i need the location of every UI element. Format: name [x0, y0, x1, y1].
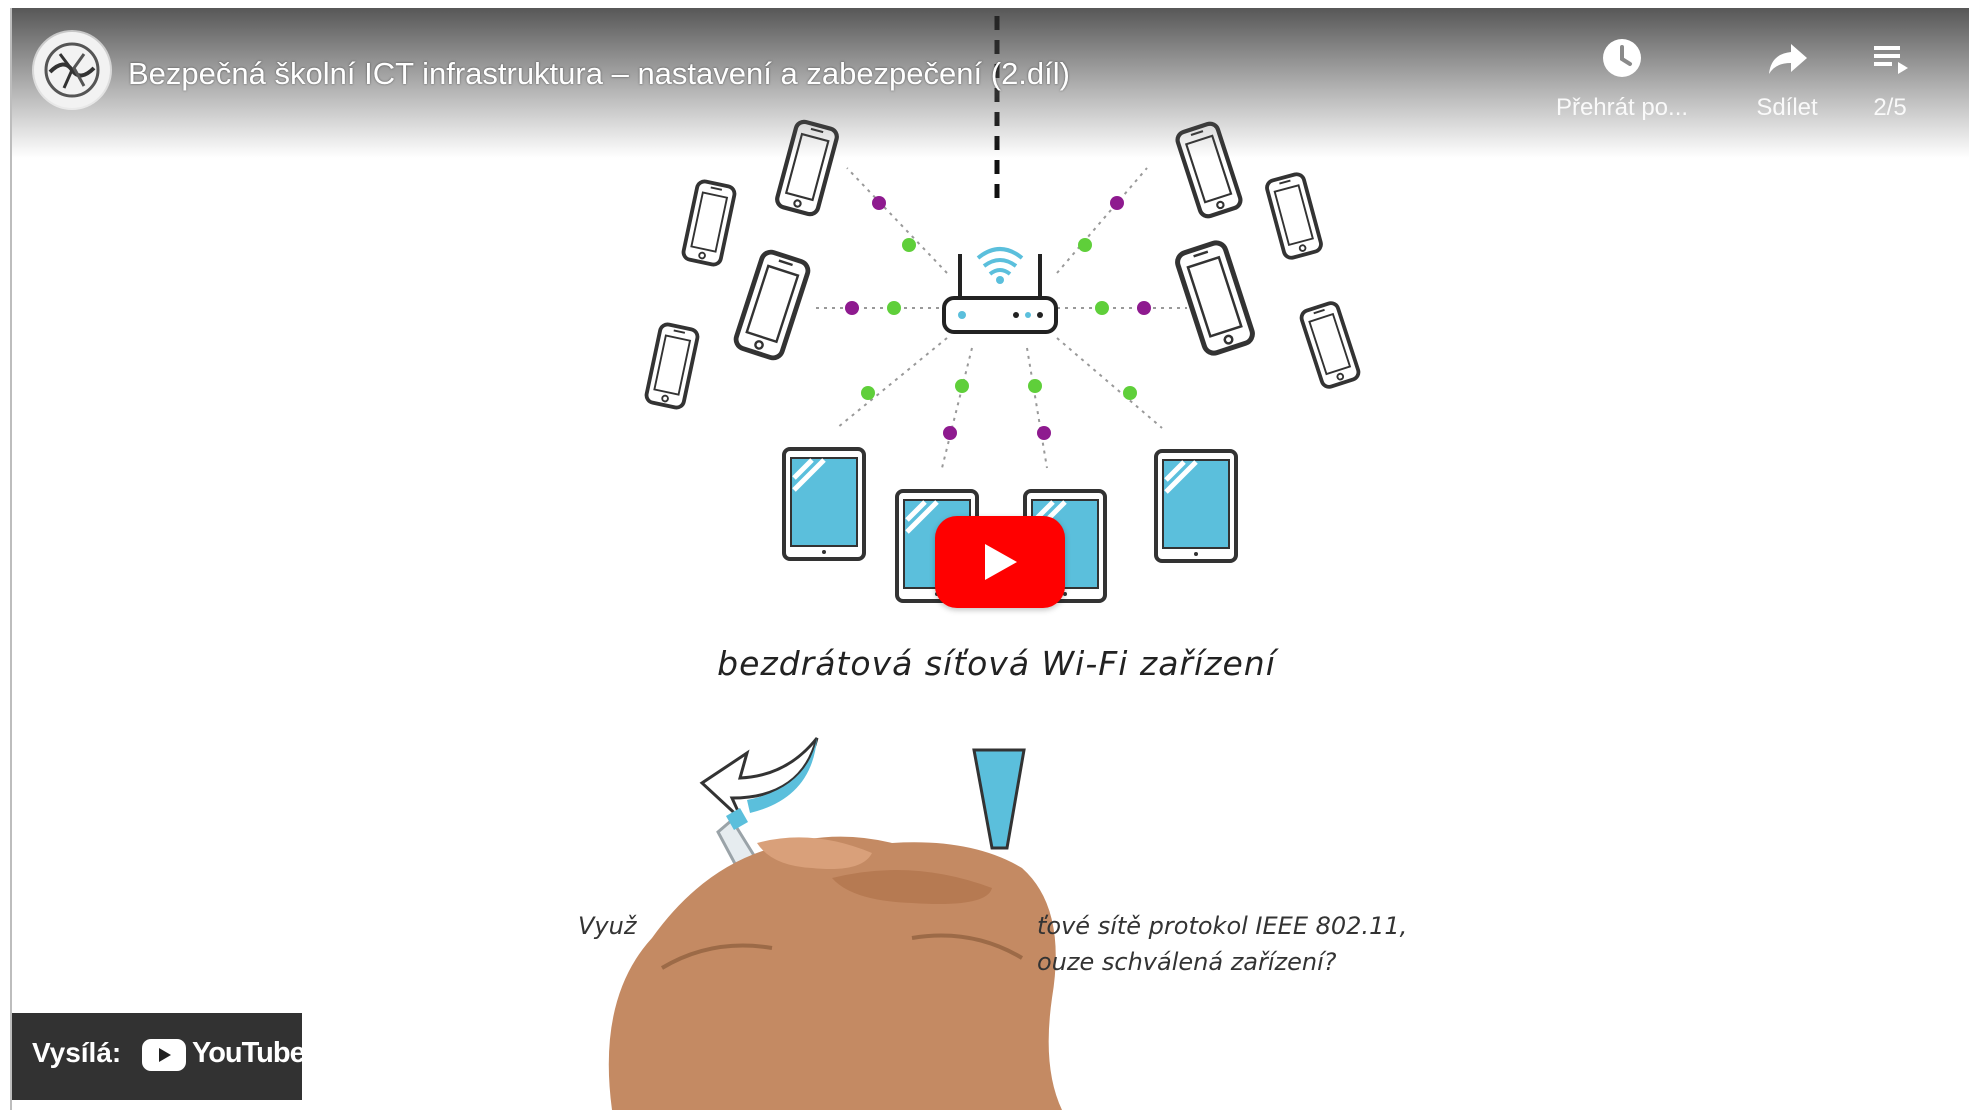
phones	[643, 120, 1363, 411]
share-button[interactable]: Sdílet	[1712, 34, 1862, 122]
playlist-position: 2/5	[1873, 94, 1907, 121]
watch-later-button[interactable]: Přehrát po...	[1547, 34, 1697, 122]
playlist-icon	[1874, 46, 1908, 74]
question-text-line1: ťové sítě protokol IEEE 802.11,	[1037, 912, 1408, 940]
playlist-button[interactable]: 2/5	[1840, 34, 1940, 122]
signal-dots	[845, 196, 1151, 440]
question-text-line2: ouze schválená zařízení?	[1037, 948, 1337, 976]
whiteboard-illustration	[608, 16, 1363, 1110]
watch-later-label: Přehrát po...	[1555, 94, 1689, 121]
youtube-icon	[142, 1039, 186, 1071]
video-player[interactable]: Bezpečná školní ICT infrastruktura – nas…	[10, 8, 1969, 1110]
drawing-hand-image	[608, 808, 1062, 1110]
down-arrow-drawing	[972, 748, 1026, 850]
watermark-label: Vysílá:	[32, 1037, 122, 1068]
curved-arrow-drawing	[699, 737, 819, 822]
question-text-left: Využ	[578, 912, 637, 940]
share-arrow-icon	[1769, 44, 1807, 74]
video-title[interactable]: Bezpečná školní ICT infrastruktura – nas…	[128, 56, 1070, 91]
youtube-wordmark: YouTube	[192, 1037, 306, 1069]
title-bar-gradient	[12, 8, 1969, 158]
youtube-watermark[interactable]: Vysílá: YouTube	[12, 1013, 306, 1100]
play-icon	[985, 544, 1017, 580]
clock-icon	[1603, 39, 1641, 77]
channel-avatar[interactable]	[34, 32, 110, 108]
channel-logo-icon	[44, 42, 100, 98]
play-button[interactable]	[935, 516, 1065, 608]
router-icon	[942, 247, 1058, 334]
illustration-caption: bezdrátová síťová Wi-Fi zařízení	[717, 644, 1276, 683]
